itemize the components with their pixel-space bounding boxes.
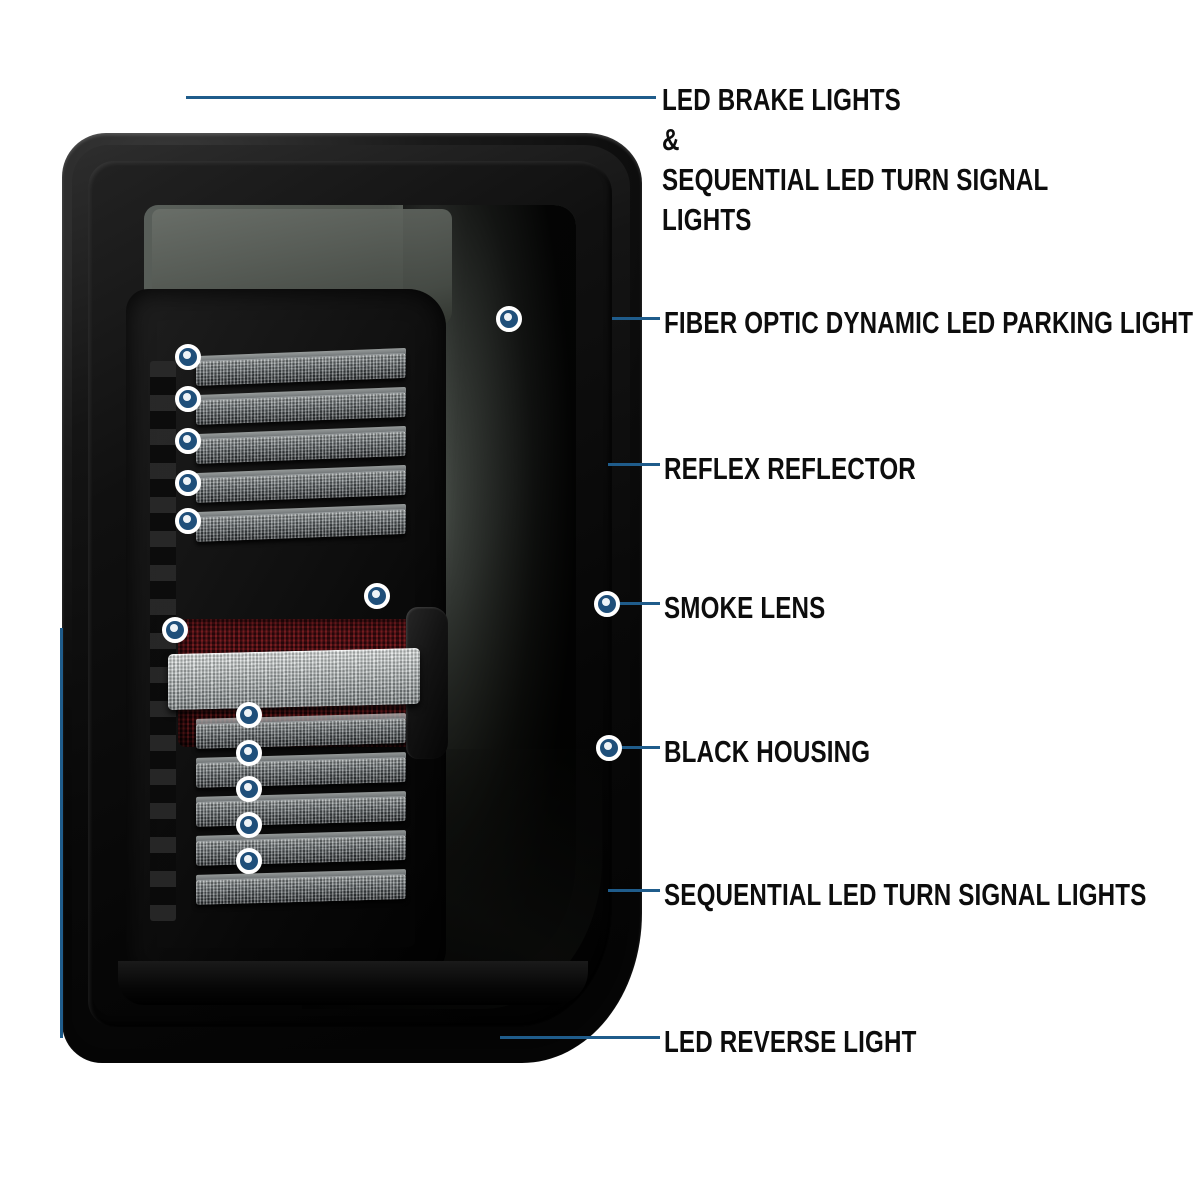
callout-label-reflex-reflector: REFLEX REFLECTOR (664, 451, 916, 486)
marker-dot-turn-2 (236, 740, 262, 766)
marker-dot-turn-5 (236, 848, 262, 874)
marker-dot-led-reverse-light (162, 617, 188, 643)
leader-line-reverse-vertical (60, 628, 63, 1038)
callout-label-sequential-turn-signal: SEQUENTIAL LED TURN SIGNAL LIGHTS (664, 877, 1147, 912)
led-bar (196, 469, 406, 504)
tail-light-product-image (62, 133, 642, 1063)
marker-dot-brake-2 (175, 386, 201, 412)
leader-line-parking (612, 317, 660, 320)
led-bar (196, 352, 406, 387)
callout-label-smoke-lens: SMOKE LENS (664, 590, 826, 625)
marker-dot-brake-5 (175, 508, 201, 534)
housing-bottom-trim (118, 961, 588, 1005)
led-bar (196, 835, 406, 866)
led-bar (196, 796, 406, 827)
leader-line-brake-horizontal (186, 96, 656, 99)
marker-dot-parking-light (496, 306, 522, 332)
marker-dot-brake-1 (175, 344, 201, 370)
callout-label-fiber-optic-parking-light: FIBER OPTIC DYNAMIC LED PARKING LIGHT (664, 305, 1194, 340)
marker-dot-turn-1 (236, 702, 262, 728)
marker-dot-black-housing (596, 735, 622, 761)
leader-line-reflector-tail (608, 463, 660, 466)
leader-line-black-housing (618, 746, 660, 749)
led-bar (196, 718, 406, 749)
led-reverse-light-lens (168, 647, 420, 711)
marker-dot-turn-3 (236, 776, 262, 802)
housing-recess-frame (88, 161, 612, 1027)
callout-label-black-housing: BLACK HOUSING (664, 734, 871, 769)
leader-line-smoke-lens (616, 602, 660, 605)
marker-dot-turn-4 (236, 812, 262, 838)
callout-label-led-reverse-light: LED REVERSE LIGHT (664, 1024, 917, 1059)
led-bar (196, 430, 406, 465)
marker-dot-smoke-lens (594, 591, 620, 617)
led-bar (196, 391, 406, 426)
led-bar (196, 508, 406, 543)
upper-led-cluster (196, 352, 406, 552)
marker-dot-brake-3 (175, 428, 201, 454)
leader-line-turn-tail (608, 889, 660, 892)
lower-led-cluster (196, 718, 406, 916)
led-bar (196, 874, 406, 905)
marker-dot-reflex-reflector (364, 583, 390, 609)
marker-dot-brake-4 (175, 470, 201, 496)
leader-line-reverse-tail (500, 1036, 660, 1039)
callout-label-led-brake-lights: LED BRAKE LIGHTS & SEQUENTIAL LED TURN S… (662, 82, 1049, 237)
led-bar (196, 757, 406, 788)
